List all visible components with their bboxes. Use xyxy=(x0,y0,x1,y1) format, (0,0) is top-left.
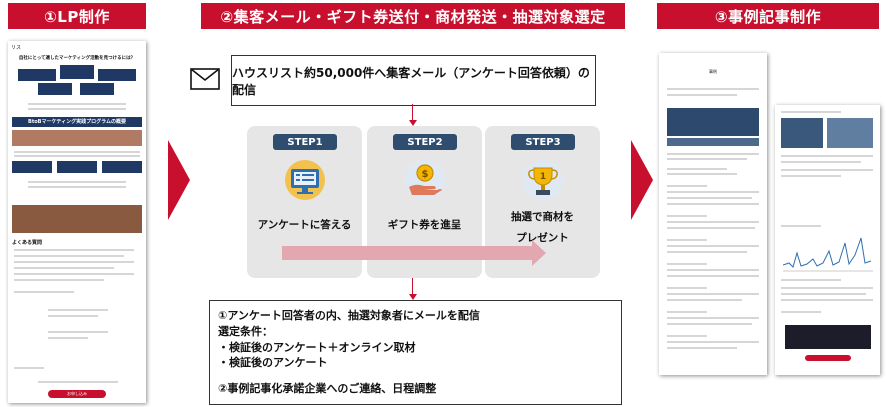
article2-cta-banner xyxy=(785,325,871,349)
header-campaign: ②集客メール・ギフト券送付・商材発送・抽選対象選定 xyxy=(201,3,625,29)
lp-faq-label: よくある質問 xyxy=(12,240,43,246)
lp-program-banner xyxy=(12,130,142,146)
survey-monitor-icon xyxy=(284,160,326,204)
step2-text: ギフト券を進呈 xyxy=(387,219,462,231)
article2-chart xyxy=(782,233,873,277)
lp-apply-button: お申し込み xyxy=(48,390,106,398)
connector-top xyxy=(412,104,413,122)
flow-arrow-2 xyxy=(631,140,653,220)
connector-bottom-head xyxy=(409,294,417,300)
header-lp: ①LP制作 xyxy=(8,3,146,29)
article-photo-row xyxy=(667,138,759,146)
mail-icon xyxy=(190,68,220,94)
svg-text:$: $ xyxy=(422,169,429,180)
gift-coin-hand-icon: $ xyxy=(404,160,446,204)
step3-text-line1: 抽選で商材を xyxy=(511,211,574,223)
trophy-icon: 1 xyxy=(522,160,564,204)
progress-arrow xyxy=(282,246,532,260)
selection-info-box: ①アンケート回答者の内、抽選対象者にメールを配信 選定条件： ・検証後のアンケー… xyxy=(209,300,622,405)
article2-photo-2 xyxy=(827,118,873,148)
mail-campaign-text: ハウスリスト約50,000件へ集客メール（アンケート回答依頼）の配信 xyxy=(232,65,590,97)
connector-top-head xyxy=(409,120,417,126)
info-line-5: ②事例記事化承諾企業へのご連絡、日程調整 xyxy=(218,382,437,395)
svg-text:1: 1 xyxy=(540,172,546,182)
step2-label: STEP2 xyxy=(393,134,457,150)
info-line-3: ・検証後のアンケート＋オンライン取材 xyxy=(218,341,416,354)
lp-corner-label: リス xyxy=(11,45,22,51)
mail-campaign-box: ハウスリスト約50,000件へ集客メール（アンケート回答依頼）の配信 xyxy=(231,55,596,106)
step3-label: STEP3 xyxy=(511,134,575,150)
lp-program-title: BtoBマーケティング実践プログラムの概要 xyxy=(12,117,142,127)
article2-cta-button xyxy=(805,355,851,361)
lp-photo-strip xyxy=(12,205,142,233)
step1-label: STEP1 xyxy=(273,134,337,150)
lp-question-title: 自社にとって適したマーケティング活動を見つけるには？ xyxy=(18,56,136,61)
info-line-1: ①アンケート回答者の内、抽選対象者にメールを配信 xyxy=(218,309,480,322)
article-thumbnail-1: 事例 xyxy=(659,53,767,375)
article2-photo-1 xyxy=(781,118,823,148)
lp-step-buttons xyxy=(12,161,142,173)
header-article: ③事例記事制作 xyxy=(657,3,879,29)
step3-text-line2: プレゼント xyxy=(516,232,569,244)
progress-arrow-head xyxy=(532,240,546,266)
info-line-4: ・検証後のアンケート xyxy=(218,356,328,369)
article-photo-main xyxy=(667,108,759,136)
flow-arrow-1 xyxy=(168,140,190,220)
info-line-2: 選定条件： xyxy=(218,325,273,338)
lp-diagram xyxy=(18,65,136,97)
step1-text: アンケートに答える xyxy=(257,219,352,231)
article-thumbnail-2 xyxy=(775,105,880,375)
connector-bottom xyxy=(412,274,413,296)
article-heading: 事例 xyxy=(709,69,717,74)
lp-thumbnail: リス 自社にとって適したマーケティング活動を見つけるには？ BtoBマーケティン… xyxy=(8,41,146,403)
